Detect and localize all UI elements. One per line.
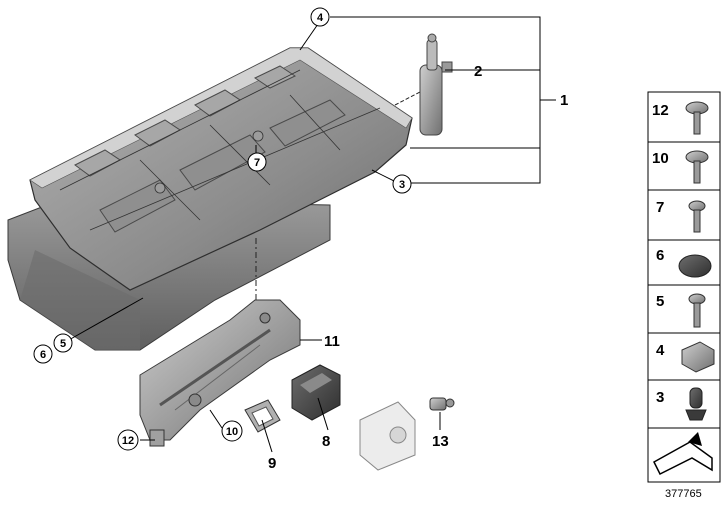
svg-text:2: 2	[474, 63, 482, 80]
svg-text:6: 6	[656, 247, 664, 264]
legend-row-5: 5	[656, 293, 706, 328]
legend-row-7: 7	[656, 199, 706, 233]
svg-text:7: 7	[656, 199, 664, 216]
callout-2: 2	[474, 63, 482, 80]
svg-text:12: 12	[122, 435, 134, 447]
legend-row-10: 10	[652, 150, 709, 184]
svg-text:4: 4	[656, 342, 665, 359]
damper-part	[419, 33, 453, 136]
callout-3: 3	[392, 174, 412, 194]
callout-11: 11	[324, 333, 340, 350]
callout-5: 5	[53, 333, 73, 353]
svg-text:8: 8	[322, 433, 330, 450]
legend-row-6: 6	[656, 247, 712, 278]
callout-9: 9	[268, 455, 276, 472]
diagram-reference-number: 377765	[665, 488, 702, 500]
handle-part	[291, 364, 341, 421]
bezel-part	[244, 399, 281, 433]
glove-box-assembly	[7, 47, 421, 351]
callout-8: 8	[322, 433, 330, 450]
svg-text:1: 1	[560, 92, 568, 109]
screw-washer-icon	[685, 150, 709, 184]
callout-4: 4	[310, 7, 330, 27]
clip-nut-icon	[681, 341, 715, 373]
screw-icon	[688, 200, 706, 233]
svg-text:12: 12	[652, 102, 669, 119]
svg-text:3: 3	[656, 389, 664, 406]
legend-row-12: 12	[652, 101, 709, 135]
legend-row-arrow	[653, 432, 713, 476]
callout-13: 13	[432, 433, 449, 450]
rubber-buffer-icon	[685, 387, 707, 421]
parts-legend: 12 10 7 6	[647, 91, 721, 483]
cap-plug-icon	[678, 254, 712, 278]
callout-7: 7	[247, 152, 267, 172]
legend-row-3: 3	[656, 387, 707, 421]
svg-text:10: 10	[652, 150, 669, 167]
callout-1: 1	[560, 92, 568, 109]
svg-text:6: 6	[40, 349, 46, 361]
svg-text:5: 5	[656, 293, 664, 310]
svg-text:3: 3	[399, 179, 405, 191]
lock-mechanism-part	[139, 299, 301, 447]
screw-washer-icon	[685, 101, 709, 135]
callout-12: 12	[117, 429, 139, 451]
svg-text:9: 9	[268, 455, 276, 472]
svg-text:13: 13	[432, 433, 449, 450]
legend-row-4: 4	[656, 341, 715, 373]
svg-text:11: 11	[324, 333, 340, 350]
callout-10: 10	[221, 420, 243, 442]
bracket-part	[359, 401, 416, 471]
svg-text:5: 5	[60, 338, 66, 350]
screw-icon	[688, 293, 706, 328]
svg-text:10: 10	[226, 426, 238, 438]
callout-6: 6	[33, 344, 53, 364]
svg-text:4: 4	[317, 12, 324, 24]
arrow-symbol-icon	[653, 432, 713, 476]
svg-text:7: 7	[254, 157, 260, 169]
switch-part	[429, 397, 455, 411]
